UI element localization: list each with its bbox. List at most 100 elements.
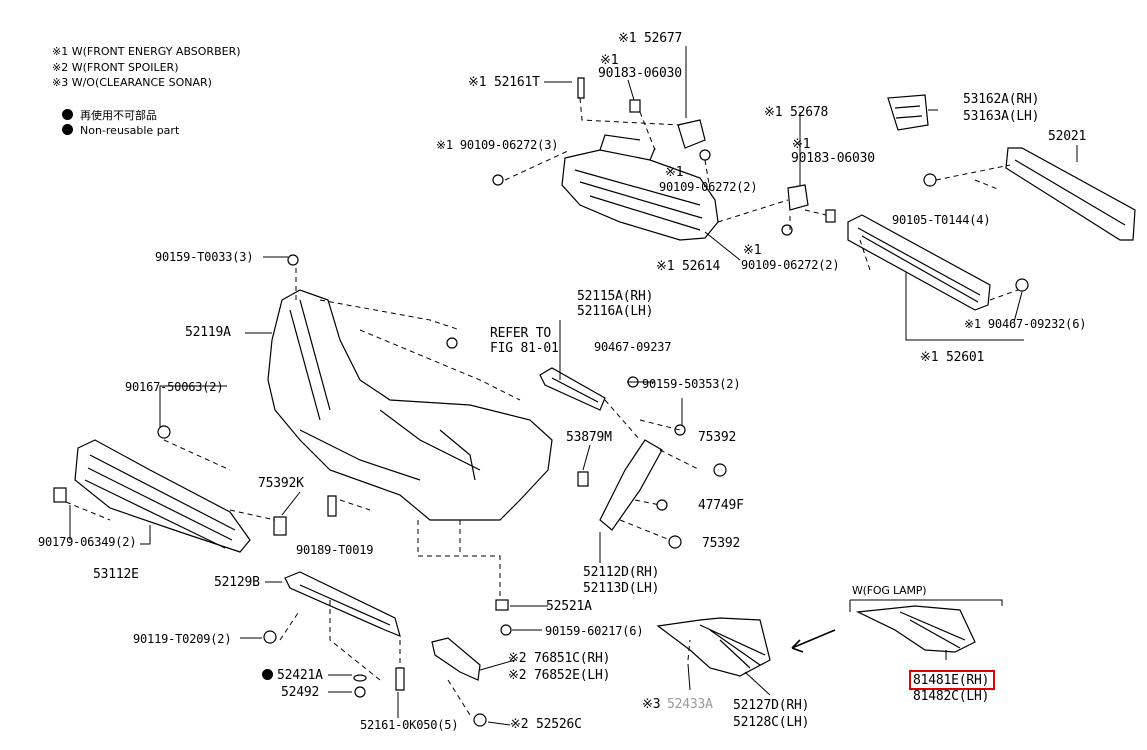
label-90105[interactable]: 90105-T0144(4) — [892, 213, 991, 227]
label-52021[interactable]: 52021 — [1048, 129, 1087, 144]
label-52128C[interactable]: 52128C(LH) — [733, 715, 810, 730]
label-52521A[interactable]: 52521A — [546, 599, 592, 614]
label-52433A-mark: ※3 — [642, 697, 661, 712]
label-90159-b[interactable]: 90159-50353(2) — [642, 377, 741, 391]
legend-note1: ※1 W(FRONT ENERGY ABSORBER) — [52, 45, 241, 58]
lower-grille-53112E — [74, 439, 251, 553]
label-52161T[interactable]: ※1 52161T — [468, 75, 540, 90]
label-53163A[interactable]: 53163A(LH) — [963, 109, 1040, 124]
nonreusable-dot-icon — [62, 124, 73, 135]
spoiler-76851C — [431, 637, 481, 681]
nonreusable-dot-icon — [262, 669, 273, 680]
label-52526C[interactable]: ※2 52526C — [510, 717, 582, 732]
label-90183-b[interactable]: 90183-06030 — [791, 151, 875, 166]
clip-75392-a — [713, 463, 727, 477]
legend: ※1 W(FRONT ENERGY ABSORBER) ※2 W(FRONT S… — [52, 44, 241, 91]
label-90183-a-mark: ※1 — [600, 53, 619, 68]
label-52116A[interactable]: 52116A(LH) — [577, 304, 654, 319]
reinforcement-52021 — [1005, 147, 1136, 241]
clip-90183-b — [825, 209, 836, 223]
washer-52492 — [354, 686, 366, 698]
label-90109-a[interactable]: ※1 90109-06272(3) — [436, 138, 559, 152]
fog-arrow — [791, 629, 836, 653]
screw-47749F — [656, 499, 668, 511]
label-52115A[interactable]: 52115A(RH) — [577, 289, 654, 304]
label-90109-c-mark: ※1 — [743, 243, 762, 258]
label-52127D[interactable]: 52127D(RH) — [733, 698, 810, 713]
label-90467-a[interactable]: ※1 90467-09232(6) — [964, 317, 1087, 331]
legend-note2: ※2 W(FRONT SPOILER) — [52, 60, 179, 74]
cover-52129B — [284, 571, 401, 638]
bolt-52161T — [577, 77, 585, 99]
legend-note3: ※3 W/O(CLEARANCE SONAR) — [52, 76, 212, 89]
label-90183-a[interactable]: 90183-06030 — [598, 66, 682, 81]
seal-52112D — [599, 439, 663, 531]
label-81482C[interactable]: 81482C(LH) — [913, 689, 990, 704]
clip-90179 — [53, 487, 67, 503]
label-75392K[interactable]: 75392K — [258, 476, 304, 491]
label-52678[interactable]: ※1 52678 — [764, 105, 829, 120]
label-52492[interactable]: 52492 — [281, 685, 320, 700]
label-47749F[interactable]: 47749F — [698, 498, 744, 513]
label-52614[interactable]: ※1 52614 — [656, 259, 721, 274]
label-90183-b-mark: ※1 — [792, 137, 811, 152]
screw-90119 — [263, 630, 277, 644]
label-90159-a[interactable]: 90159-T0033(3) — [155, 250, 254, 264]
label-refer-to: REFER TO — [490, 326, 552, 341]
bolt-90159-c — [500, 624, 512, 636]
label-52677[interactable]: ※1 52677 — [618, 31, 683, 46]
label-90119[interactable]: 90119-T0209(2) — [133, 632, 232, 646]
label-76851C[interactable]: ※2 76851C(RH) — [508, 651, 611, 666]
bolt-90159-a — [287, 254, 299, 266]
label-90167[interactable]: 90167-50063(2) — [125, 380, 224, 394]
label-53112E[interactable]: 53112E — [93, 567, 139, 582]
label-fog-lamp: W(FOG LAMP) — [852, 584, 927, 597]
legend-nonreusable-en: Non-reusable part — [62, 124, 179, 137]
clip-53879M — [577, 471, 589, 487]
label-76852E[interactable]: ※2 76852E(LH) — [508, 668, 611, 683]
label-90467-b[interactable]: 90467-09237 — [594, 340, 672, 354]
bumper-cover-52119A — [267, 289, 553, 521]
nonreusable-dot-icon — [62, 109, 73, 120]
label-75392-b[interactable]: 75392 — [702, 536, 741, 551]
energy-absorber-52614 — [561, 134, 719, 241]
label-90109-c[interactable]: 90109-06272(2) — [741, 258, 840, 272]
fog-cover-81481E — [855, 605, 976, 653]
bolt-90109-b — [699, 149, 711, 161]
label-53879M[interactable]: 53879M — [566, 430, 612, 445]
clip-75392-b — [668, 535, 682, 549]
label-fig-81-01[interactable]: FIG 81-01 — [490, 341, 559, 356]
label-52601[interactable]: ※1 52601 — [920, 350, 985, 365]
refer-clip — [446, 337, 458, 349]
label-52161-0K050[interactable]: 52161-0K050(5) — [360, 718, 459, 732]
label-90179[interactable]: 90179-06349(2) — [38, 535, 137, 549]
label-75392-a[interactable]: 75392 — [698, 430, 737, 445]
fog-cover-52127D — [656, 617, 771, 677]
retainer-52421A — [353, 674, 367, 682]
clip-90183-a — [629, 99, 641, 113]
bracket-75392K — [273, 516, 287, 536]
label-52433A[interactable]: 52433A — [667, 697, 713, 712]
label-90189[interactable]: 90189-T0019 — [296, 543, 374, 557]
screw-52161-0K — [395, 667, 405, 691]
garnish-52115A — [539, 367, 606, 411]
label-53162A[interactable]: 53162A(RH) — [963, 92, 1040, 107]
bolt-90167 — [157, 425, 171, 439]
bracket-52677 — [677, 119, 706, 149]
label-52421A[interactable]: 52421A — [262, 669, 323, 683]
label-52113D[interactable]: 52113D(LH) — [583, 581, 660, 596]
legend-nonreusable-jp: 再使用不可部品 — [62, 107, 157, 123]
label-52112D[interactable]: 52112D(RH) — [583, 565, 660, 580]
label-52129B[interactable]: 52129B — [214, 575, 260, 590]
label-90109-b-mark: ※1 — [665, 165, 684, 180]
bolt-90105 — [923, 173, 937, 187]
label-90109-b[interactable]: 90109-06272(2) — [659, 180, 758, 194]
retainer-52521A — [495, 599, 509, 611]
label-52119A[interactable]: 52119A — [185, 325, 231, 340]
label-90159-c[interactable]: 90159-60217(6) — [545, 624, 644, 638]
selection-highlight — [909, 670, 995, 690]
label-81481E[interactable]: 81481E(RH) — [913, 673, 990, 688]
clip-52526C — [473, 713, 487, 727]
bolt-90189 — [327, 495, 337, 517]
